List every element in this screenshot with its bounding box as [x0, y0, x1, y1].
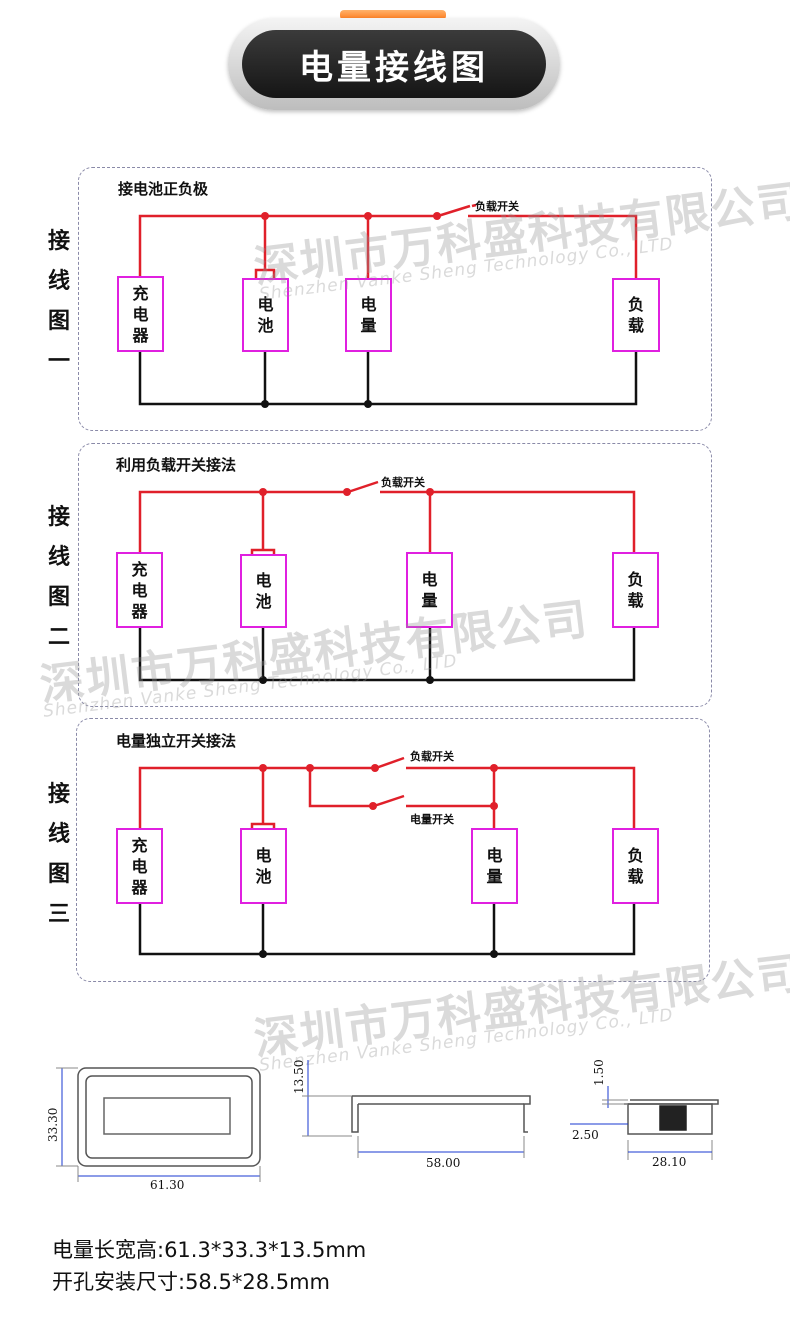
- diagram-1-side-label: 接 线 图 一: [47, 229, 70, 374]
- title-accent-bar: [340, 10, 446, 20]
- diagram-3-charger-box: 充电器: [116, 828, 163, 904]
- diagram-1-title: 接电池正负极: [118, 180, 209, 198]
- diagram-1-charger-box: 充电器: [117, 276, 164, 352]
- diagram-3-load-box: 负载: [612, 828, 659, 904]
- diagram-3-gauge-box: 电量: [471, 828, 518, 904]
- diagram-1-battery-box: 电池: [242, 278, 289, 352]
- diagram-panel-3: [76, 718, 710, 982]
- dim-front-height: 33.30: [46, 1107, 60, 1142]
- diagram-panel-2: [78, 443, 712, 707]
- diagram-2-side-label: 接 线 图 二: [47, 505, 70, 650]
- dim-detail-top: 1.50: [592, 1059, 606, 1086]
- diagram-2-load-switch-label: 负载开关: [381, 476, 425, 489]
- page-title: 电量接线图: [242, 30, 546, 98]
- diagram-2-charger-box: 充电器: [116, 552, 163, 628]
- dim-side-width: 58.00: [426, 1156, 461, 1170]
- diagram-3-gauge-switch-label: 电量开关: [410, 813, 454, 826]
- diagram-3-side-label: 接 线 图 三: [47, 782, 70, 927]
- diagram-1-load-switch-label: 负载开关: [475, 200, 519, 213]
- spec-dimensions: 电量长宽高:61.3*33.3*13.5mm: [52, 1238, 367, 1262]
- diagram-1-load-box: 负载: [612, 278, 660, 352]
- dim-detail-width: 28.10: [652, 1155, 687, 1169]
- diagram-3-title: 电量独立开关接法: [116, 732, 237, 750]
- diagram-panel-1: [78, 167, 712, 431]
- dim-front-width: 61.30: [150, 1178, 185, 1192]
- diagram-2-gauge-box: 电量: [406, 552, 453, 628]
- spec-cutout: 开孔安装尺寸:58.5*28.5mm: [52, 1270, 331, 1294]
- diagram-2-title: 利用负载开关接法: [116, 456, 237, 474]
- diagram-1-gauge-box: 电量: [345, 278, 392, 352]
- dim-detail-left: 2.50: [572, 1128, 599, 1142]
- diagram-3-battery-box: 电池: [240, 828, 287, 904]
- diagram-3-load-switch-label: 负载开关: [410, 750, 454, 763]
- dim-side-height: 13.50: [292, 1059, 306, 1094]
- diagram-2-load-box: 负载: [612, 552, 659, 628]
- diagram-2-battery-box: 电池: [240, 554, 287, 628]
